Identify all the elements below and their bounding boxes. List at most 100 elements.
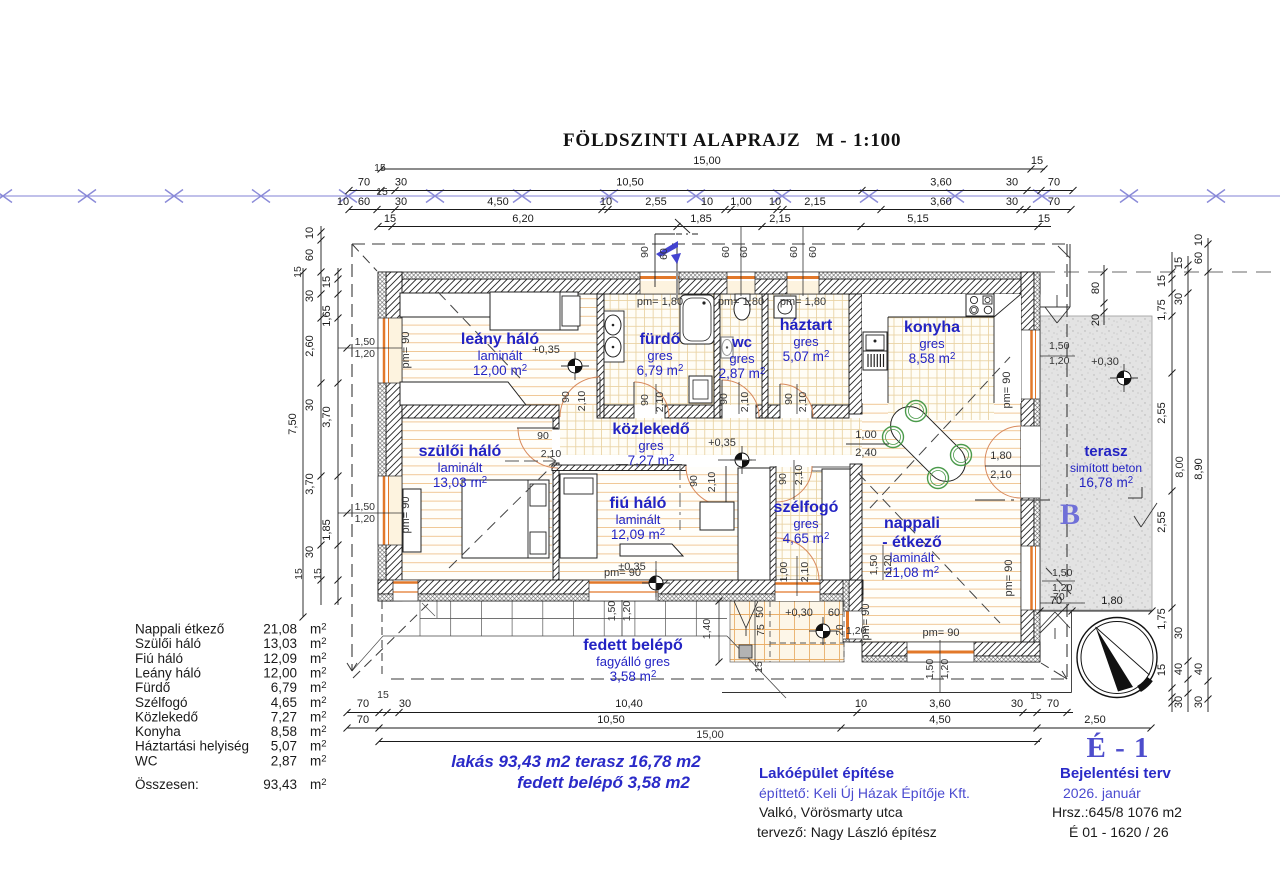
svg-text:15: 15 bbox=[312, 568, 324, 580]
svg-text:+0,35: +0,35 bbox=[708, 437, 736, 449]
svg-text:1,20: 1,20 bbox=[355, 513, 376, 525]
svg-text:háztart: háztart bbox=[780, 317, 833, 334]
svg-text:15,00: 15,00 bbox=[693, 155, 721, 167]
svg-text:70: 70 bbox=[1048, 196, 1060, 208]
svg-text:Nappali étkező: Nappali étkező bbox=[135, 622, 224, 637]
svg-text:WC: WC bbox=[135, 753, 158, 768]
svg-text:90: 90 bbox=[537, 430, 549, 442]
svg-text:15: 15 bbox=[1031, 155, 1043, 167]
svg-text:13,03: 13,03 bbox=[263, 636, 297, 651]
svg-text:30: 30 bbox=[1193, 696, 1205, 708]
svg-text:12,09 m2: 12,09 m2 bbox=[611, 527, 665, 542]
svg-text:Közlekedő: Közlekedő bbox=[135, 709, 198, 724]
svg-text:fedett belépő: fedett belépő bbox=[583, 637, 683, 654]
svg-text:Leány háló: Leány háló bbox=[135, 665, 201, 680]
svg-text:1,50: 1,50 bbox=[606, 601, 618, 622]
svg-text:wc: wc bbox=[731, 334, 752, 351]
svg-text:+0,35: +0,35 bbox=[532, 344, 560, 356]
svg-text:+0,30: +0,30 bbox=[1091, 356, 1119, 368]
svg-text:konyha: konyha bbox=[904, 319, 960, 336]
svg-text:15: 15 bbox=[1173, 257, 1185, 269]
svg-text:15: 15 bbox=[753, 661, 765, 673]
svg-text:15: 15 bbox=[377, 689, 389, 701]
svg-text:60: 60 bbox=[1193, 252, 1205, 264]
svg-text:1,20: 1,20 bbox=[1052, 582, 1073, 594]
svg-text:1,00: 1,00 bbox=[855, 429, 876, 441]
svg-text:3,60: 3,60 bbox=[930, 177, 951, 189]
svg-text:1,80: 1,80 bbox=[990, 450, 1011, 462]
svg-text:12,09: 12,09 bbox=[263, 651, 297, 666]
svg-text:szélfogó: szélfogó bbox=[774, 499, 839, 516]
svg-text:3,70: 3,70 bbox=[321, 406, 333, 427]
svg-text:pm= 1,80: pm= 1,80 bbox=[637, 296, 683, 308]
svg-text:2,60: 2,60 bbox=[304, 335, 316, 356]
svg-text:M - 1:100: M - 1:100 bbox=[816, 130, 901, 151]
svg-text:1,75: 1,75 bbox=[1156, 299, 1168, 320]
svg-text:FÖLDSZINTI ALAPRAJZ: FÖLDSZINTI ALAPRAJZ bbox=[563, 130, 800, 151]
svg-text:60: 60 bbox=[807, 246, 819, 258]
svg-text:4,50: 4,50 bbox=[929, 714, 950, 726]
svg-text:90: 90 bbox=[639, 246, 651, 258]
svg-text:1,40: 1,40 bbox=[701, 619, 713, 640]
svg-text:1,50: 1,50 bbox=[1052, 567, 1073, 579]
svg-text:gres: gres bbox=[793, 516, 819, 531]
svg-text:10,50: 10,50 bbox=[616, 177, 644, 189]
svg-text:2,10: 2,10 bbox=[990, 469, 1011, 481]
svg-text:Fürdő: Fürdő bbox=[135, 680, 170, 695]
svg-text:1,20: 1,20 bbox=[1049, 355, 1070, 367]
svg-text:20: 20 bbox=[835, 624, 846, 636]
svg-text:2,87: 2,87 bbox=[271, 753, 297, 768]
svg-text:60: 60 bbox=[658, 248, 670, 260]
svg-text:2,40: 2,40 bbox=[855, 447, 876, 459]
svg-text:Szélfogó: Szélfogó bbox=[135, 695, 188, 710]
svg-text:gres: gres bbox=[647, 348, 673, 363]
svg-text:2026. január: 2026. január bbox=[1063, 785, 1141, 801]
svg-text:fürdő: fürdő bbox=[640, 331, 681, 348]
svg-text:É - 1: É - 1 bbox=[1087, 731, 1150, 764]
svg-text:Lakóépület építése: Lakóépület építése bbox=[759, 765, 894, 782]
svg-text:15,00: 15,00 bbox=[696, 729, 724, 741]
svg-text:1,00: 1,00 bbox=[778, 562, 790, 583]
svg-text:75: 75 bbox=[755, 624, 767, 636]
svg-text:1,65: 1,65 bbox=[321, 305, 333, 326]
svg-text:2,87 m2: 2,87 m2 bbox=[719, 366, 766, 381]
svg-text:10,50: 10,50 bbox=[597, 714, 625, 726]
svg-text:pm= 90: pm= 90 bbox=[923, 627, 960, 639]
svg-text:pm= 1,80: pm= 1,80 bbox=[780, 296, 826, 308]
svg-text:90: 90 bbox=[639, 394, 651, 406]
svg-text:pm= 90: pm= 90 bbox=[400, 497, 412, 534]
svg-text:fedett belépő 3,58 m2: fedett belépő 3,58 m2 bbox=[517, 773, 690, 792]
svg-text:90: 90 bbox=[688, 475, 700, 487]
svg-text:közlekedő: közlekedő bbox=[612, 421, 690, 438]
svg-text:10: 10 bbox=[600, 196, 612, 208]
svg-text:2,55: 2,55 bbox=[645, 196, 666, 208]
svg-text:2,10: 2,10 bbox=[799, 562, 811, 583]
svg-text:2,10: 2,10 bbox=[797, 392, 809, 413]
svg-text:5,07 m2: 5,07 m2 bbox=[783, 349, 830, 364]
svg-text:pm= 90: pm= 90 bbox=[1003, 560, 1015, 597]
svg-text:7,50: 7,50 bbox=[287, 413, 299, 434]
svg-text:szülői háló: szülői háló bbox=[419, 443, 502, 460]
svg-text:6,20: 6,20 bbox=[512, 213, 533, 225]
svg-text:laminált: laminált bbox=[438, 460, 483, 475]
svg-text:70: 70 bbox=[1053, 591, 1065, 603]
svg-text:8,58: 8,58 bbox=[271, 724, 297, 739]
svg-text:30: 30 bbox=[1173, 293, 1185, 305]
svg-text:2,10: 2,10 bbox=[793, 465, 805, 486]
svg-text:2,15: 2,15 bbox=[804, 196, 825, 208]
svg-text:10: 10 bbox=[701, 196, 713, 208]
svg-text:laminált: laminált bbox=[478, 348, 523, 363]
svg-text:lakás 93,43 m2 terasz 16,78: lakás 93,43 m2 terasz 16,78 m2 bbox=[451, 752, 701, 771]
svg-text:60: 60 bbox=[358, 196, 370, 208]
svg-text:70: 70 bbox=[1048, 177, 1060, 189]
svg-text:terasz: terasz bbox=[1084, 443, 1127, 460]
svg-text:É 01 - 1620 / 26: É 01 - 1620 / 26 bbox=[1069, 824, 1169, 840]
svg-text:70: 70 bbox=[1050, 595, 1062, 607]
svg-text:laminált: laminált bbox=[890, 550, 935, 565]
svg-text:15: 15 bbox=[384, 213, 396, 225]
svg-text:90: 90 bbox=[718, 393, 730, 405]
svg-text:2,10: 2,10 bbox=[654, 392, 666, 413]
svg-text:Bejelentési terv: Bejelentési terv bbox=[1060, 765, 1172, 782]
svg-text:8,90: 8,90 bbox=[1193, 458, 1205, 479]
svg-text:2,10: 2,10 bbox=[541, 448, 562, 460]
